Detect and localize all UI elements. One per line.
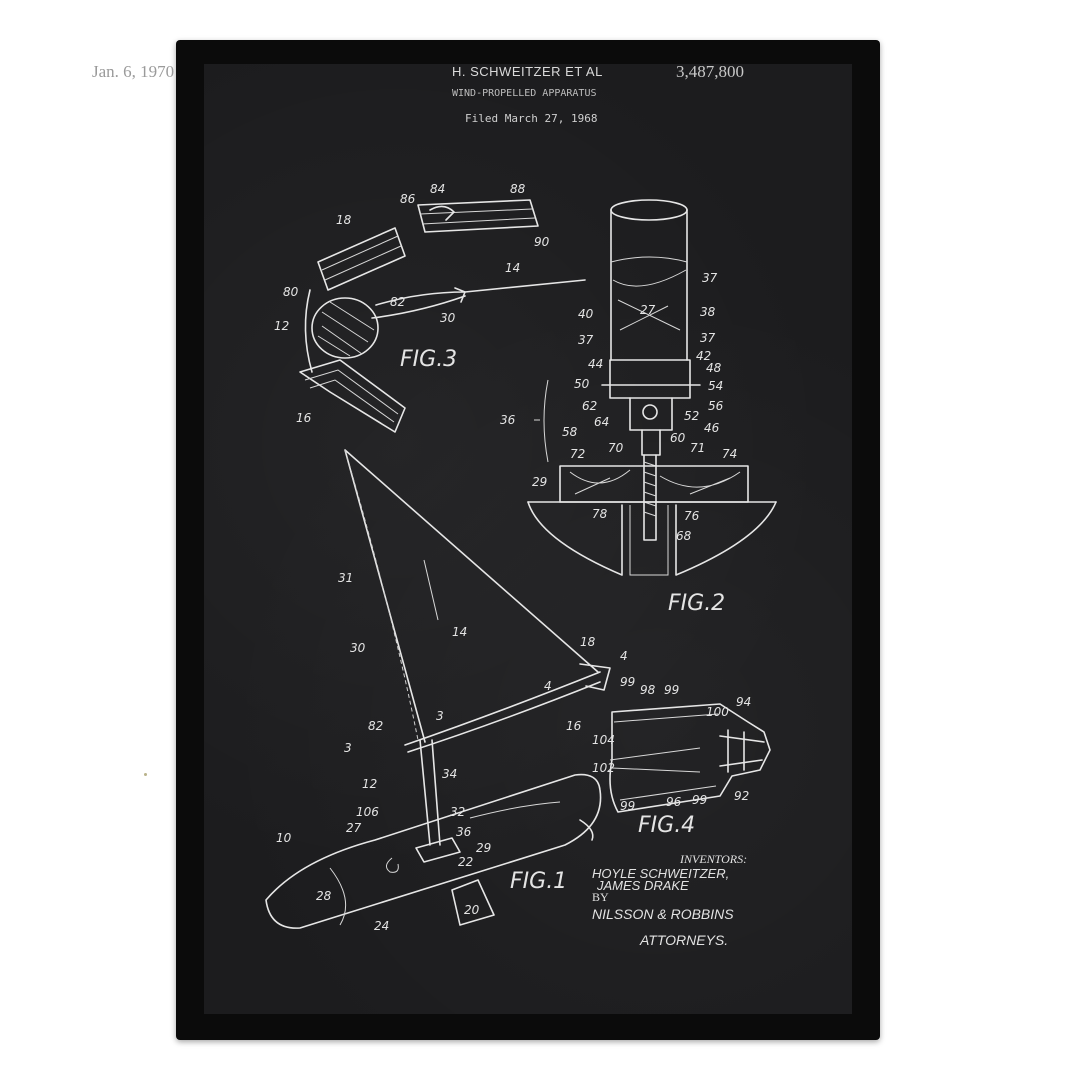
ref-72: 72 (570, 447, 585, 461)
ref-99-c: 99 (620, 799, 635, 813)
ref-78: 78 (592, 507, 608, 521)
ref-56: 56 (708, 399, 724, 413)
ref-32: 32 (450, 805, 465, 819)
ref-27-fig2: 27 (640, 303, 656, 317)
ref-94: 94 (736, 695, 751, 709)
ref-3-left: 3 (344, 741, 352, 755)
ref-82-fig1: 82 (368, 719, 383, 733)
ref-12-fig3: 12 (274, 319, 289, 333)
ref-18-fig1: 18 (580, 635, 596, 649)
ref-68: 68 (676, 529, 692, 543)
ref-36-fig2: 36 (500, 413, 516, 427)
ref-14-fig3: 14 (505, 261, 520, 275)
ref-22: 22 (458, 855, 473, 869)
ref-31: 31 (338, 571, 353, 585)
ref-82-fig3: 82 (390, 295, 405, 309)
patent-date: Jan. 6, 1970 (92, 62, 175, 81)
figure-1-label: FIG.1 (510, 869, 567, 894)
ref-27-fig1: 27 (346, 821, 362, 835)
figure-3-boom-harness (299, 199, 586, 433)
ref-84: 84 (430, 182, 445, 196)
ref-54: 54 (708, 379, 723, 393)
patent-title: WIND-PROPELLED APPARATUS (452, 88, 597, 99)
ref-90: 90 (534, 235, 550, 249)
ref-71: 71 (690, 441, 705, 455)
ref-24: 24 (374, 919, 389, 933)
ref-86: 86 (400, 192, 416, 206)
patent-filed-date: Filed March 27, 1968 (465, 112, 598, 125)
ref-29-fig1: 29 (476, 841, 491, 855)
ref-96: 96 (666, 795, 682, 809)
ref-30-fig1: 30 (350, 641, 366, 655)
ref-12-fig1: 12 (362, 777, 377, 791)
inventor-names-line-1: HOYLE SCHWEITZER, (592, 866, 730, 881)
inventor-names-line-2: JAMES DRAKE (597, 878, 689, 893)
figure-2-label: FIG.2 (668, 591, 725, 616)
figure-2-mast-joint (527, 199, 777, 576)
ref-20: 20 (464, 903, 480, 917)
ref-29-fig2: 29 (532, 475, 547, 489)
ref-37-c: 37 (700, 331, 716, 345)
ref-40: 40 (578, 307, 594, 321)
ref-16-fig3: 16 (296, 411, 312, 425)
figure-4-boom-end (609, 703, 771, 813)
ref-70: 70 (608, 441, 624, 455)
ref-30-fig3: 30 (440, 311, 456, 325)
ref-99-a: 99 (620, 675, 635, 689)
ref-99-b: 99 (664, 683, 679, 697)
ref-18-fig3: 18 (336, 213, 352, 227)
ref-64: 64 (594, 415, 609, 429)
patent-number: 3,487,800 (676, 62, 744, 81)
ref-42: 42 (696, 349, 711, 363)
patent-inventor: H. SCHWEITZER ET AL (452, 64, 603, 79)
ref-100: 100 (706, 705, 729, 719)
attorneys-label: ATTORNEYS. (640, 932, 729, 948)
figure-4-label: FIG.4 (638, 813, 695, 838)
ref-74-fig2: 74 (722, 447, 737, 461)
ref-60: 60 (670, 431, 686, 445)
ref-16-fig1: 16 (566, 719, 582, 733)
ref-99-d: 99 (692, 793, 707, 807)
ref-37-a: 37 (702, 271, 718, 285)
ref-4: 4 (544, 679, 552, 693)
ref-48: 48 (706, 361, 722, 375)
ref-44: 44 (588, 357, 603, 371)
ref-14-fig1: 14 (452, 625, 467, 639)
ref-80: 80 (283, 285, 299, 299)
figure-3-label: FIG.3 (400, 347, 457, 372)
ref-3-top: 3 (436, 709, 444, 723)
ref-50: 50 (574, 377, 590, 391)
ref-36-fig1: 36 (456, 825, 472, 839)
by-label: BY (592, 890, 609, 904)
ref-37-b: 37 (578, 333, 594, 347)
ref-28: 28 (316, 889, 332, 903)
inventors-label: INVENTORS: (680, 852, 748, 866)
ref-38: 38 (700, 305, 716, 319)
ref-10: 10 (276, 831, 292, 845)
ref-76: 76 (684, 509, 700, 523)
ref-58: 58 (562, 425, 578, 439)
ref-102: 102 (592, 761, 615, 775)
ref-34: 34 (442, 767, 457, 781)
stray-mark (144, 773, 147, 776)
ref-62: 62 (582, 399, 597, 413)
ref-46: 46 (704, 421, 720, 435)
ref-98: 98 (640, 683, 656, 697)
ref-104: 104 (592, 733, 615, 747)
attorney-firm: NILSSON & ROBBINS (592, 906, 734, 922)
ref-92: 92 (734, 789, 749, 803)
ref-24-fig1: 4 (620, 649, 628, 663)
ref-88: 88 (510, 182, 526, 196)
ref-52: 52 (684, 409, 699, 423)
figure-1-sailboard (265, 449, 611, 929)
ref-106: 106 (356, 805, 379, 819)
